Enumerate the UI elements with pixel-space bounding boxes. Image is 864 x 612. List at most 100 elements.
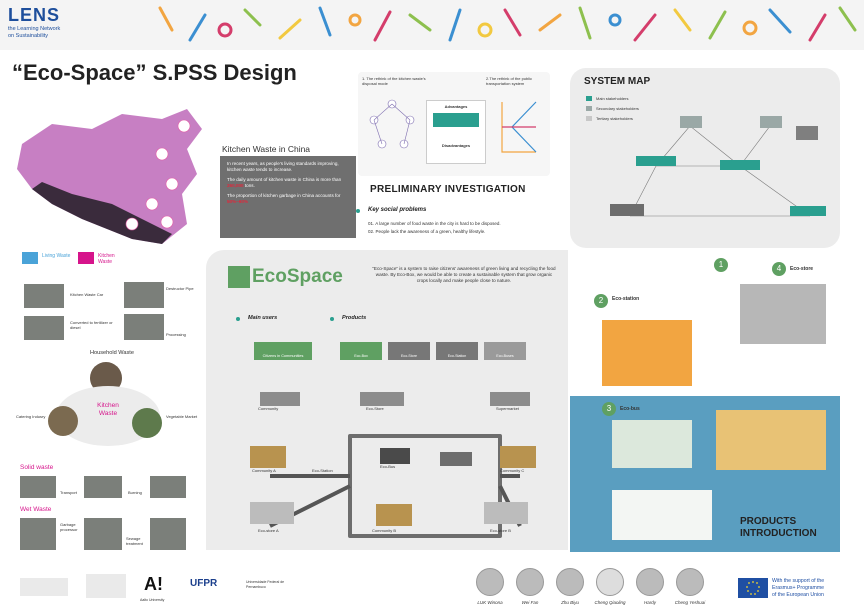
kitchen-waste-swatch (78, 252, 94, 264)
living-waste-swatch (22, 252, 38, 264)
product-eco-store-label: Eco-Store (401, 354, 417, 358)
aalto-logo: A! (144, 574, 163, 594)
vegetable-market-label: Vegetable Market (166, 414, 198, 419)
wet-waste-photo-2 (84, 518, 122, 550)
wet-waste-heading: Wet Waste (20, 506, 52, 513)
kitchen-waste-china-title: Kitchen Waste in China (222, 144, 311, 154)
products-heading: Products (342, 315, 367, 321)
product-eco-station-label: Eco-Station (447, 354, 467, 358)
products-bullet (330, 317, 334, 321)
flow-eco-station: Eco-Station (312, 468, 333, 473)
solid-waste-photo-1 (20, 476, 56, 498)
team-avatar-1 (476, 568, 504, 596)
kitchen-waste-china-box: In recent years, as people's living stan… (220, 156, 356, 238)
legend-main: Main stakeholders (596, 96, 629, 101)
flow-supermarket: Supermarket (496, 406, 519, 411)
processing-label: Processing (166, 332, 186, 337)
team-name-5: Hardy (643, 600, 656, 605)
product-eco-box-label: Eco-Box (354, 354, 368, 358)
step-3-badge: 3 (602, 402, 616, 416)
team-name-1: LUK Winona (477, 600, 503, 605)
team-avatar-5 (636, 568, 664, 596)
logo-subtitle-2: on Sustainability (8, 32, 49, 39)
kw-paragraph-3: The proportion of kitchen garbage in Chi… (227, 193, 349, 205)
legend-kitchen: Kitchen Waste (98, 253, 115, 265)
team-avatar-4 (596, 568, 624, 596)
team-avatar-3 (556, 568, 584, 596)
system-map-diagram (610, 116, 826, 217)
key-problems-title: Key social problems (368, 207, 427, 213)
destructor-photo (124, 282, 164, 308)
catering-photo (48, 406, 78, 436)
ecospace-logo: EcoSpace (252, 266, 343, 287)
main-users-heading: Main users (248, 315, 278, 321)
aalto-label: Aalto University (140, 598, 165, 602)
sewage-label: Sewage treatment (126, 536, 143, 546)
investigation-col1-title: 1. The rethink of the kitchen waste's di… (362, 76, 426, 86)
bus-interior-illustration (716, 410, 826, 470)
user-citizens-card (254, 342, 312, 360)
converted-photo (24, 316, 64, 340)
processing-photo (124, 314, 164, 340)
kitchen-waste-car-photo (24, 284, 64, 308)
step-2-label: Eco-station (612, 296, 640, 302)
page-title: “Eco-Space” S.PSS Design (12, 60, 297, 85)
lens-logo: LENS the Learning Network on Sustainabil… (8, 5, 108, 47)
ecospace-description: “Eco-Space” is a system to raise citizen… (372, 266, 556, 283)
support-line-1: With the support of the (772, 578, 825, 584)
product-eco-store: Eco-Store (388, 342, 430, 360)
eco-bus-illustration (612, 420, 692, 468)
legend-tertiary: Tertiary stakeholders (596, 116, 633, 121)
flow-community-c: Community C (500, 468, 525, 473)
partner-logo-2 (86, 574, 126, 598)
ufpe-logo: Universidade Federal de Pernambuco (246, 580, 285, 589)
flow-eco-store: Eco-Store (366, 406, 384, 411)
products-title-2: INTRODUCTION (740, 528, 817, 539)
solid-waste-heading: Solid waste (20, 464, 54, 471)
system-map-title: SYSTEM MAP (584, 76, 651, 87)
kitchen-waste-center-label: Kitchen Waste (97, 402, 119, 417)
kw-paragraph-2: The daily amount of kitchen waste in Chi… (227, 177, 349, 189)
flow-eco-store-b: Eco-store B (490, 528, 511, 533)
catering-label: Catering Indusry (16, 414, 46, 419)
step-3-label: Eco-bus (620, 406, 640, 412)
legend-tertiary-swatch (586, 116, 592, 121)
kitchen-waste-car-label: Kitchen Waste Car (70, 292, 104, 297)
china-map (17, 109, 202, 244)
advantages-label: Advantages (444, 104, 468, 109)
logo-word: LENS (8, 5, 61, 25)
legend-secondary-swatch (586, 106, 592, 111)
banner-pattern (158, 6, 857, 42)
eu-stars-icon (746, 581, 760, 595)
main-users-bullet (236, 317, 240, 321)
wet-waste-photo-3 (150, 518, 186, 550)
ecospace-logo-icon (228, 266, 250, 288)
step-2-badge: 2 (594, 294, 608, 308)
solid-waste-photo-3 (150, 476, 186, 498)
converted-label: Converted to fertilizer or diesel (70, 320, 113, 330)
logo-subtitle-1: the Learning Network (8, 26, 61, 32)
kw-p3-value: 50%~60% (227, 199, 249, 204)
flow-eco-store-a: Eco-store A (258, 528, 279, 533)
team-avatar-6 (676, 568, 704, 596)
support-line-3: of the European Union (772, 592, 824, 598)
garbage-processor-label: Garbage processor (60, 522, 78, 532)
service-flow-diagram (250, 392, 536, 538)
legend-main-swatch (586, 96, 592, 101)
household-waste-label: Household Waste (90, 350, 134, 356)
kw-p3-pre: The proportion of kitchen garbage in Chi… (227, 193, 341, 198)
team-name-3: Zhu Biyu (561, 600, 579, 605)
flow-eco-bus: Eco-Bus (380, 464, 396, 469)
eu-flag-icon (738, 578, 768, 598)
advantages-card: Advantages Disadvantages (426, 100, 486, 164)
eco-store-illustration (740, 284, 826, 344)
problem-1: 01. A large number of food waste in the … (368, 221, 501, 226)
flow-community: Community (258, 406, 279, 411)
kw-p2-post: tons. (244, 183, 255, 188)
key-problems-list: 01. A large number of food waste in the … (368, 220, 501, 236)
eu-support-text: With the support of the Erasmus+ Program… (772, 578, 824, 599)
team-name-4: Cheng Qiaoling (594, 600, 626, 605)
flow-community-b: Community B (372, 528, 397, 533)
team-avatar-2 (516, 568, 544, 596)
disposal-diagram (369, 99, 415, 149)
